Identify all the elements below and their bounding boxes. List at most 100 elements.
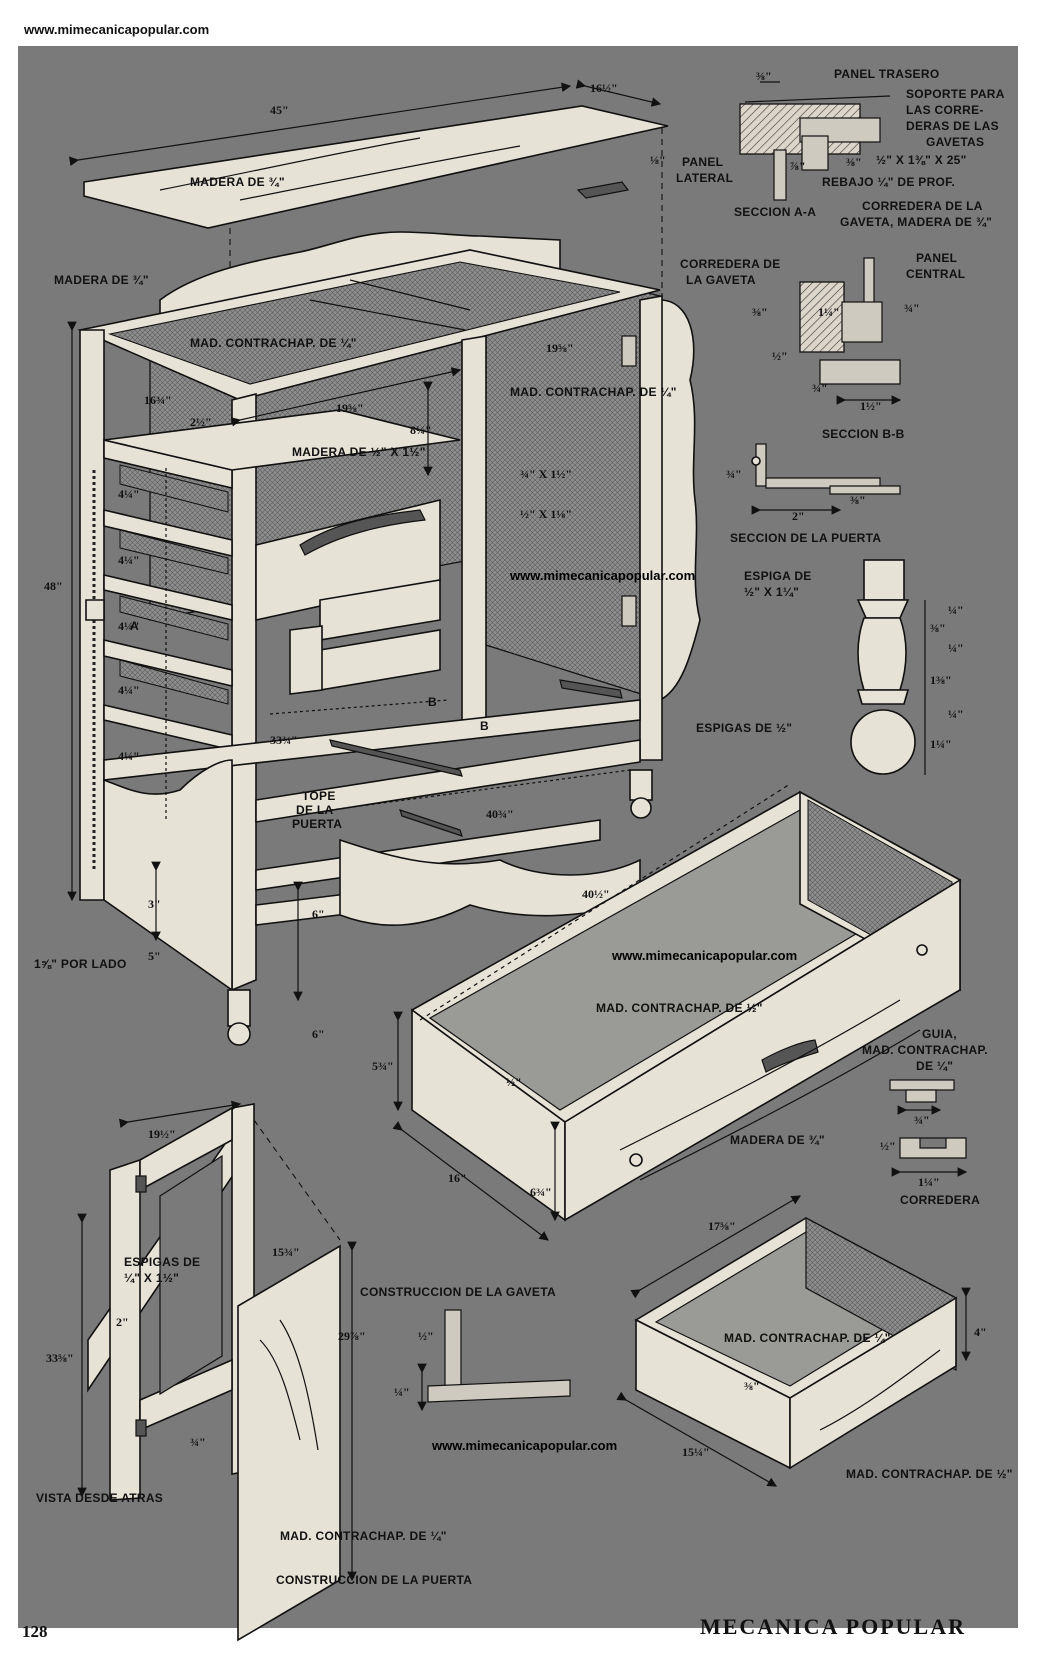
runner-detail [889,1079,968,1177]
leg-size-label: 1⅝" POR LADO [34,957,127,971]
left-shelves [103,438,233,752]
big-drawer-front-label: MADERA DE ¾" [730,1133,825,1147]
caster-left [227,989,251,1046]
marker-a: A [130,619,139,633]
right-front-post [639,295,663,761]
aa-dim-3: ⅜" [846,155,862,169]
dim-8-1-4: 8¼" [410,423,432,437]
section-bb-drawing [799,257,902,405]
leg-dowel-2: ½" X 1¼" [744,585,799,599]
guide-label-2: MAD. CONTRACHAP. [862,1043,988,1057]
ds-dim-2: 2" [792,509,805,523]
door-stop-label-2: DE LA [296,803,334,817]
bd-dim-2: ½" [506,1075,522,1089]
dim-6-b: 6" [312,1027,325,1041]
cabinet-body [67,231,701,1046]
ds-dim-1: ¾" [726,467,742,481]
section-aa-title: SECCION A-A [734,205,816,219]
aa-support-1: SOPORTE PARA [906,87,1005,101]
aa-support-size: ½" X 1⅜" X 25" [876,153,967,167]
aa-support-3: DERAS DE LAS [906,119,999,133]
watermark-bottom: www.mimecanicapopular.com [431,1438,617,1453]
aa-back-panel: PANEL TRASERO [834,67,939,81]
center-divider [461,335,487,736]
left-lower-side [103,759,233,992]
bb-center-1: PANEL [916,251,957,265]
dim-3-4x1-1-2: ¾" X 1½" [520,467,572,481]
door-dim-6: 29⅞" [338,1329,366,1343]
aa-support-4: GAVETAS [926,135,984,149]
depth-dimension-line [575,79,662,107]
aa-support-2: LAS CORRE- [906,103,984,117]
runner-dim-2: ½" [880,1139,896,1153]
small-drawer-sides-label: MAD. CONTRACHAP. DE ½" [846,1467,1013,1481]
dim-6-a: 6" [312,907,325,921]
door-dowels-2: ¼" X 1½" [124,1271,179,1285]
big-drawer [392,783,962,1241]
small-drawer-bottom-label: MAD. CONTRACHAP. DE ¼" [724,1331,891,1345]
hinge-bottom-icon [621,595,637,627]
aa-runner-1: CORREDERA DE LA [862,199,983,213]
dc-dim-2: ¼" [394,1385,410,1399]
drawer-joint-detail [417,1309,571,1412]
section-marker-a [85,599,105,621]
bb-center-2: CENTRAL [906,267,965,281]
dim-16-3-4: 16¾" [144,393,172,407]
big-drawer-length: 40½" [582,887,610,901]
bb-dim-5: ¾" [812,381,828,395]
right-side-board [659,299,701,702]
bd-dim-1: 5¾" [372,1059,394,1073]
marker-b-2: B [480,719,489,733]
door-dim-3: 33⅝" [46,1351,74,1365]
door-dowels-1: ESPIGAS DE [124,1255,200,1269]
center-front-post [231,392,257,992]
leg-dim-5: ¼" [948,707,964,721]
door-construction-title: CONSTRUCCION DE LA PUERTA [276,1573,472,1587]
door-dim-1: 19½" [148,1127,176,1141]
aa-dim-1: ⅜" [756,69,772,83]
dim-19-5-8-a: 19⅝" [336,401,364,415]
guide-label-1: GUIA, [922,1027,957,1041]
bottom-rail-back [103,699,641,781]
dim-2-1-2: 2½" [190,415,212,429]
dim-3: 3" [148,897,161,911]
bb-dim-1: ⅜" [752,305,768,319]
watermark-mid: www.mimecanicapopular.com [509,568,695,583]
big-drawer-side [564,878,961,1222]
dc-dim-1: ½" [418,1329,434,1343]
spacing-1: 4¼" [118,487,140,501]
bd-dim-4: 6¾" [530,1185,552,1199]
watermark-top: www.mimecanicapopular.com [24,22,210,37]
runner-dim-3: 1¼" [918,1175,940,1189]
marker-b-1: B [428,695,437,709]
bb-dim-4: ½" [772,349,788,363]
door-view-label: VISTA DESDE ATRAS [36,1491,163,1505]
aa-dim-2: ⅞" [790,159,806,173]
dim-33-3-4: 33¾" [270,733,298,747]
dim-5: 5" [148,949,161,963]
spacing-2: 4¼" [118,553,140,567]
door-stop-label-3: PUERTA [292,817,342,831]
shelf-wood-label: MADERA DE ½" X 1½" [292,445,426,459]
sd-dim-4: 15¼" [682,1445,710,1459]
spacing-3: 4¼" [118,619,140,633]
sd-dim-2: 4" [974,1325,987,1339]
top-material-label: MADERA DE ¾" [190,175,285,189]
page-number: 128 [22,1622,48,1641]
top-thickness-dim: ⅛" [650,153,666,167]
bb-runner-2: LA GAVETA [686,273,756,287]
bb-dim-2: 1¼" [818,305,840,319]
door-dim-2: 2" [116,1315,129,1329]
cabinet-height-dim: 48" [44,579,63,593]
leg-dim-1: ¼" [948,603,964,617]
watermark-drawer: www.mimecanicapopular.com [611,948,797,963]
top-depth-dim: 16½" [590,81,618,95]
top-width-dim: 45" [270,103,289,117]
aa-rabbet: REBAJO ¼" DE PROF. [822,175,955,189]
spacing-5: 4¼" [118,749,140,763]
dim-40-3-4: 40¾" [486,807,514,821]
hinge-top-icon [621,335,637,367]
leg-dowel-1: ESPIGA DE [744,569,812,583]
sd-dim-1: 17⅝" [708,1219,736,1233]
